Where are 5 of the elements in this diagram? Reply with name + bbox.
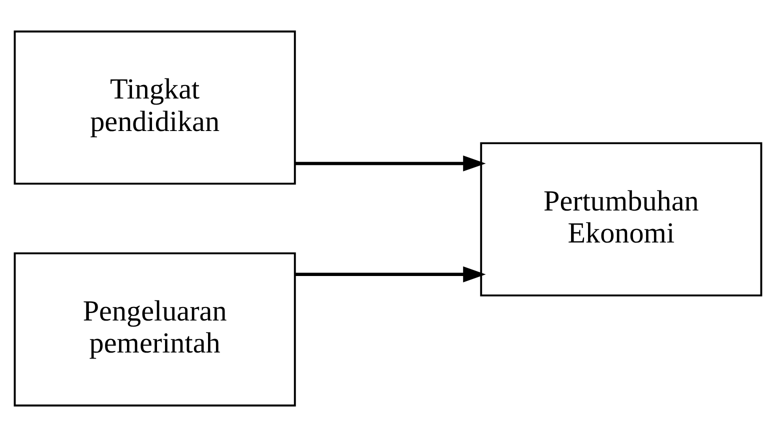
arrow xyxy=(295,155,486,171)
node-box: Pertumbuhan Ekonomi xyxy=(480,142,762,296)
arrow xyxy=(295,266,486,282)
node-box: Tingkat pendidikan xyxy=(14,30,296,184)
node-box: Pengeluaran pemerintah xyxy=(14,252,296,406)
